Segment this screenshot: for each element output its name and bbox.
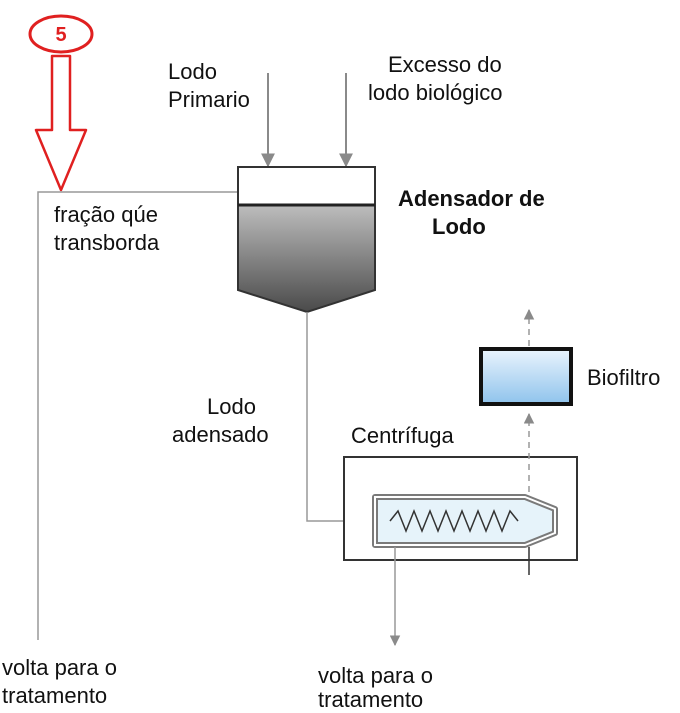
return-left-line-2: tratamento [2, 683, 107, 708]
thickener-label: Adensador de Lodo [398, 186, 551, 239]
return-center-line-1: volta para o [318, 663, 433, 688]
return-center-line-2: tratamento [318, 687, 423, 712]
overflow-label: fração qúe transborda [54, 202, 164, 255]
biofilter-box [479, 347, 573, 406]
return-center-label: volta para o tratamento [318, 663, 439, 712]
overflow-line-2: transborda [54, 230, 160, 255]
thickener-line-1: Adensador de [398, 186, 545, 211]
centrifuge-label: Centrífuga [351, 423, 454, 448]
biofilter-label: Biofiltro [587, 365, 660, 390]
thickened-sludge-line-2: adensado [172, 422, 269, 447]
thickener-line-2: Lodo [432, 214, 486, 239]
excess-sludge-line-1: Excesso do [388, 52, 502, 77]
excess-sludge-label: Excesso do lodo biológico [368, 52, 508, 105]
primary-sludge-line-1: Lodo [168, 59, 217, 84]
thickened-sludge-label: Lodo adensado [172, 394, 269, 447]
centrifuge-drum [372, 494, 558, 548]
return-left-label: volta para o tratamento [2, 655, 123, 708]
thickener-tank [237, 166, 376, 314]
excess-sludge-line-2: lodo biológico [368, 80, 503, 105]
return-left-line-1: volta para o [2, 655, 117, 680]
thickened-sludge-line-1: Lodo [207, 394, 256, 419]
primary-sludge-line-2: Primario [168, 87, 250, 112]
step-badge: 5 [28, 14, 94, 54]
primary-sludge-label: Lodo Primario [168, 59, 250, 112]
overflow-line-1: fração qúe [54, 202, 158, 227]
overflow-line [37, 191, 238, 640]
screw-conveyor-icon [389, 508, 519, 534]
step-number: 5 [55, 24, 66, 46]
inflow-arrow-icon [34, 54, 88, 192]
